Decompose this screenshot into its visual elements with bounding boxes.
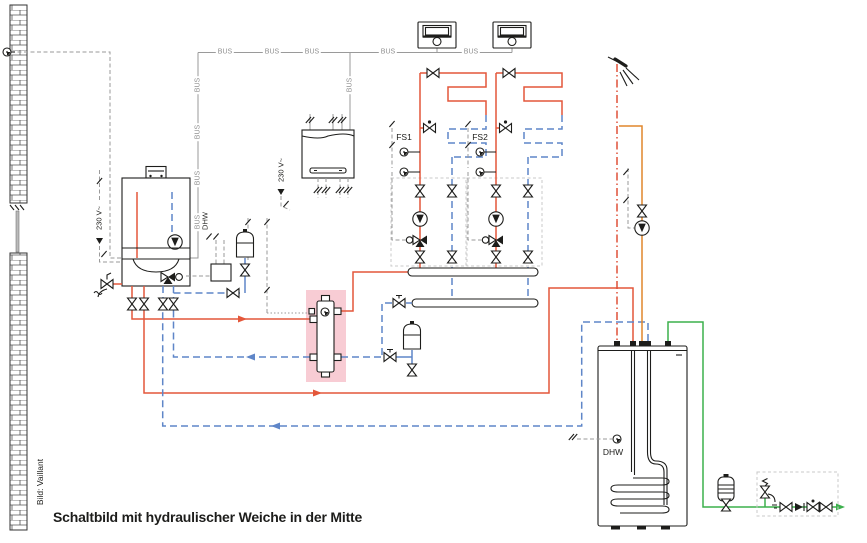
voltage-label: 230 V~ <box>94 206 104 230</box>
bus-label: BUS <box>461 48 481 56</box>
separator-sensor-cable <box>244 218 309 314</box>
bus-label: BUS <box>215 48 235 56</box>
bus-label: BUS <box>194 75 202 95</box>
boiler-expansion-branch <box>173 228 255 299</box>
separator-sensor-icon <box>320 307 330 317</box>
voltage-label: 230 V~ <box>276 158 286 182</box>
room-controller-2 <box>492 21 532 49</box>
boiler-safety-valve-icon <box>93 272 122 298</box>
shower-icon <box>607 56 640 87</box>
dhw-label: DHW <box>602 446 624 457</box>
hydraulic-separator <box>308 294 342 378</box>
dhw-flow-pipe <box>143 287 634 397</box>
bus-label: BUS <box>194 122 202 142</box>
cold-water-line <box>667 321 845 517</box>
brick-wall <box>9 4 28 531</box>
dhw-return-pipe <box>161 308 649 430</box>
fs2-label: FS2 <box>472 131 488 142</box>
image-credit: Bild: Vaillant <box>35 458 45 506</box>
caption: Schaltbild mit hydraulischer Weiche in d… <box>53 509 363 525</box>
dhw-expansion-vessel-icon <box>717 473 735 502</box>
bus-label: BUS <box>302 48 322 56</box>
boiler <box>93 165 191 311</box>
hot-water-pipe <box>619 125 650 341</box>
circulation-pump-icon <box>634 220 650 236</box>
bus-label: BUS <box>346 75 354 95</box>
bus-network <box>11 48 513 259</box>
dhw-sensor-icon <box>612 434 622 444</box>
flow-manifold <box>407 267 539 277</box>
bus-label: BUS <box>378 48 398 56</box>
bus-label: BUS <box>262 48 282 56</box>
room-controller-1 <box>417 21 457 49</box>
bus-label: BUS <box>194 168 202 188</box>
heating-circuit-1 <box>389 69 486 303</box>
fs1-label: FS1 <box>396 131 412 142</box>
heating-flow-pipe <box>131 271 408 323</box>
dhw-junction-box <box>186 232 232 282</box>
dhw-label: DHW <box>200 212 210 230</box>
safety-group <box>756 471 839 517</box>
outdoor-sensor-icon <box>2 47 15 57</box>
heating-circuit-2 <box>465 69 562 303</box>
heating-return-pipe <box>172 308 310 361</box>
separator-return-branch <box>341 302 422 377</box>
return-manifold <box>392 294 539 309</box>
boiler-pump-icon <box>167 234 183 250</box>
dhw-cylinder <box>568 341 688 530</box>
wiring-center <box>277 114 355 211</box>
